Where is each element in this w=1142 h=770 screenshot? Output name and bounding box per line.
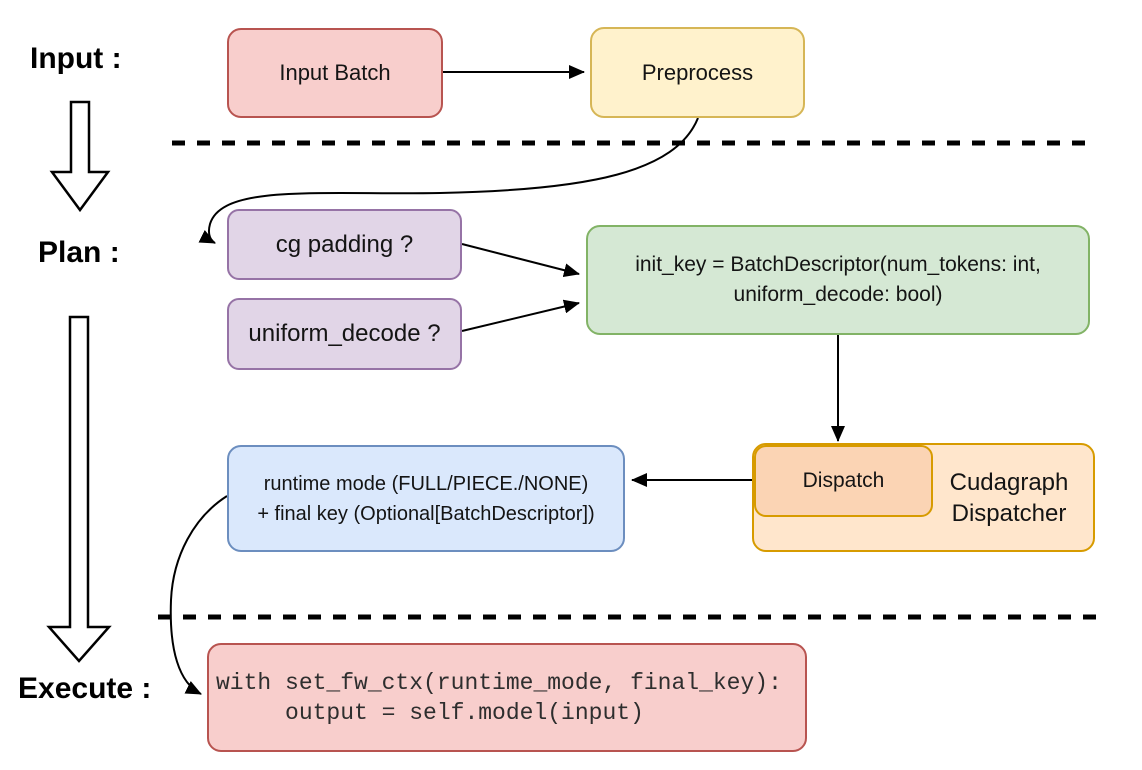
section-label-plan: Plan :	[38, 236, 120, 269]
connector-runtime-mode-to-execute-code	[169, 495, 228, 695]
node-runtime-mode-line1: runtime mode (FULL/PIECE./NONE)	[263, 472, 589, 495]
node-execute-code-line2: output = self.model(input)	[216, 699, 644, 726]
node-execute-code: with set_fw_ctx(runtime_mode, final_key)…	[207, 643, 807, 752]
connector-uniform-decode-to-init-key	[461, 299, 580, 332]
node-preprocess: Preprocess	[590, 27, 805, 118]
flow-arrow-plan-to-execute-icon	[46, 315, 112, 663]
node-init-key-line2: uniform_decode: bool)	[733, 283, 943, 306]
node-dispatch-label: Dispatch	[802, 469, 885, 492]
connector-preprocess-to-cg-padding	[198, 117, 699, 244]
node-cg-padding-label: cg padding ?	[275, 230, 414, 258]
node-execute-code-line1: with set_fw_ctx(runtime_mode, final_key)…	[216, 669, 782, 696]
section-label-input: Input :	[30, 42, 122, 75]
section-label-execute: Execute :	[18, 672, 152, 705]
node-cudagraph-dispatcher-line1: Cudagraph	[949, 468, 1069, 496]
node-runtime-mode-line2: + final key (Optional[BatchDescriptor])	[257, 502, 595, 525]
node-init-key: init_key = BatchDescriptor(num_tokens: i…	[586, 225, 1090, 335]
node-uniform-decode: uniform_decode ?	[227, 298, 462, 370]
node-runtime-mode: runtime mode (FULL/PIECE./NONE) + final …	[227, 445, 625, 552]
node-cg-padding: cg padding ?	[227, 209, 462, 280]
node-uniform-decode-label: uniform_decode ?	[248, 320, 441, 347]
node-input-batch: Input Batch	[227, 28, 443, 118]
connector-cg-padding-to-init-key	[461, 243, 580, 278]
node-cudagraph-dispatcher-line2: Dispatcher	[951, 499, 1067, 527]
flow-arrow-input-to-plan-icon	[49, 100, 111, 213]
node-input-batch-label: Input Batch	[279, 60, 391, 85]
node-preprocess-label: Preprocess	[641, 59, 754, 85]
node-cudagraph-dispatcher-label: Cudagraph Dispatcher	[925, 467, 1093, 529]
node-init-key-line1: init_key = BatchDescriptor(num_tokens: i…	[635, 253, 1041, 276]
node-dispatch: Dispatch	[754, 445, 933, 517]
